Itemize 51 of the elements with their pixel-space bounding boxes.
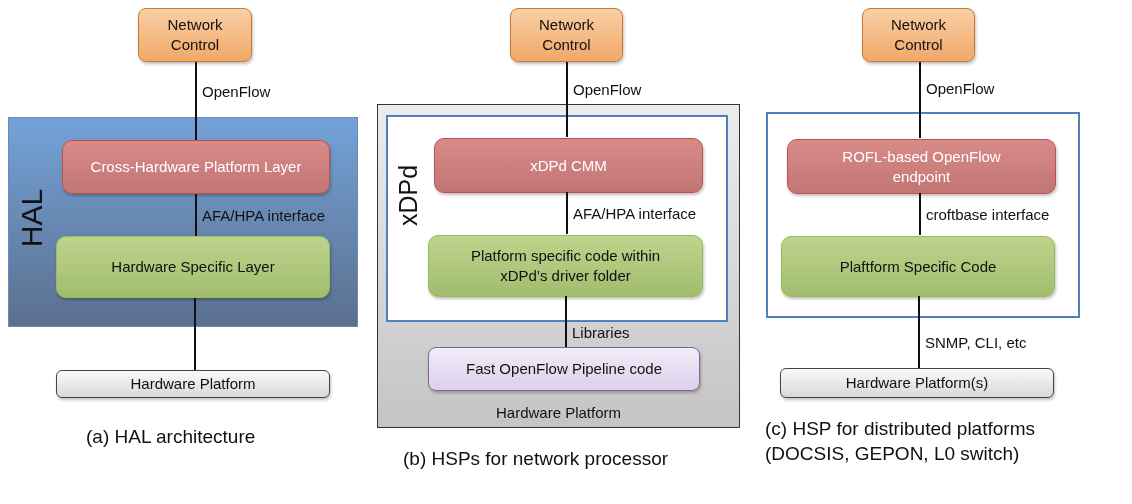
platform-container	[377, 104, 740, 428]
box-label: Platform specific code within xDPd’s driver folder	[469, 246, 662, 286]
connector-line	[918, 295, 920, 369]
caption: (c) HSP for distributed platforms (DOCSIS, GEPON, L0 switch)	[765, 417, 1036, 466]
connector-line	[195, 193, 197, 237]
datapath-container	[386, 115, 728, 322]
platform-box	[56, 370, 330, 398]
code-box	[781, 236, 1055, 297]
vertical-label: xDPd	[393, 164, 423, 226]
caption: (b) HSPs for network processor	[403, 447, 670, 471]
connector-line	[565, 295, 567, 348]
box-label: Fast OpenFlow Pipeline code	[465, 359, 663, 379]
edge-label: OpenFlow	[202, 83, 271, 100]
layer-container	[8, 117, 358, 327]
connector-line	[194, 297, 196, 371]
box-label: Network Control	[538, 15, 595, 55]
connector-line	[919, 61, 921, 139]
layer-box	[62, 140, 330, 194]
edge-label: croftbase interface	[926, 206, 1050, 223]
box-label: ROFL-based OpenFlow endpoint	[841, 146, 1002, 187]
endpoint-box	[787, 139, 1056, 194]
connector-line	[919, 192, 921, 236]
layer-box	[56, 236, 330, 298]
box-label: Network Control	[890, 15, 947, 55]
box-label: Hardware Platform	[129, 374, 257, 394]
connector-line	[566, 191, 568, 235]
endpoint-container	[766, 112, 1080, 318]
box-label: Hardware Specific Layer	[110, 257, 276, 277]
connector-line	[195, 61, 197, 141]
control-box	[862, 8, 975, 62]
control-box	[510, 8, 623, 62]
edge-label: Libraries	[572, 324, 630, 341]
vertical-label: HAL	[15, 188, 50, 248]
control-box	[138, 8, 252, 62]
edge-label: AFA/HPA interface	[573, 205, 697, 222]
box-label: Plaftform Specific Code	[838, 256, 998, 277]
box-label: xDPd CMM	[529, 155, 608, 176]
box-label: Cross-Hardware Platform Layer	[89, 157, 303, 177]
edge-label: OpenFlow	[926, 80, 995, 97]
pipeline-box	[428, 347, 700, 391]
caption: (a) HAL architecture	[86, 425, 257, 449]
box-label: Hardware Platform	[494, 403, 622, 423]
edge-label: SNMP, CLI, etc	[925, 334, 1027, 351]
box-label: Network Control	[166, 15, 224, 55]
platform-box	[780, 368, 1054, 398]
module-box	[428, 235, 703, 297]
edge-label: OpenFlow	[573, 81, 642, 98]
box-label: Hardware Platform(s)	[844, 373, 990, 393]
edge-label: AFA/HPA interface	[202, 207, 326, 224]
module-box	[434, 138, 703, 193]
connector-line	[566, 61, 568, 138]
